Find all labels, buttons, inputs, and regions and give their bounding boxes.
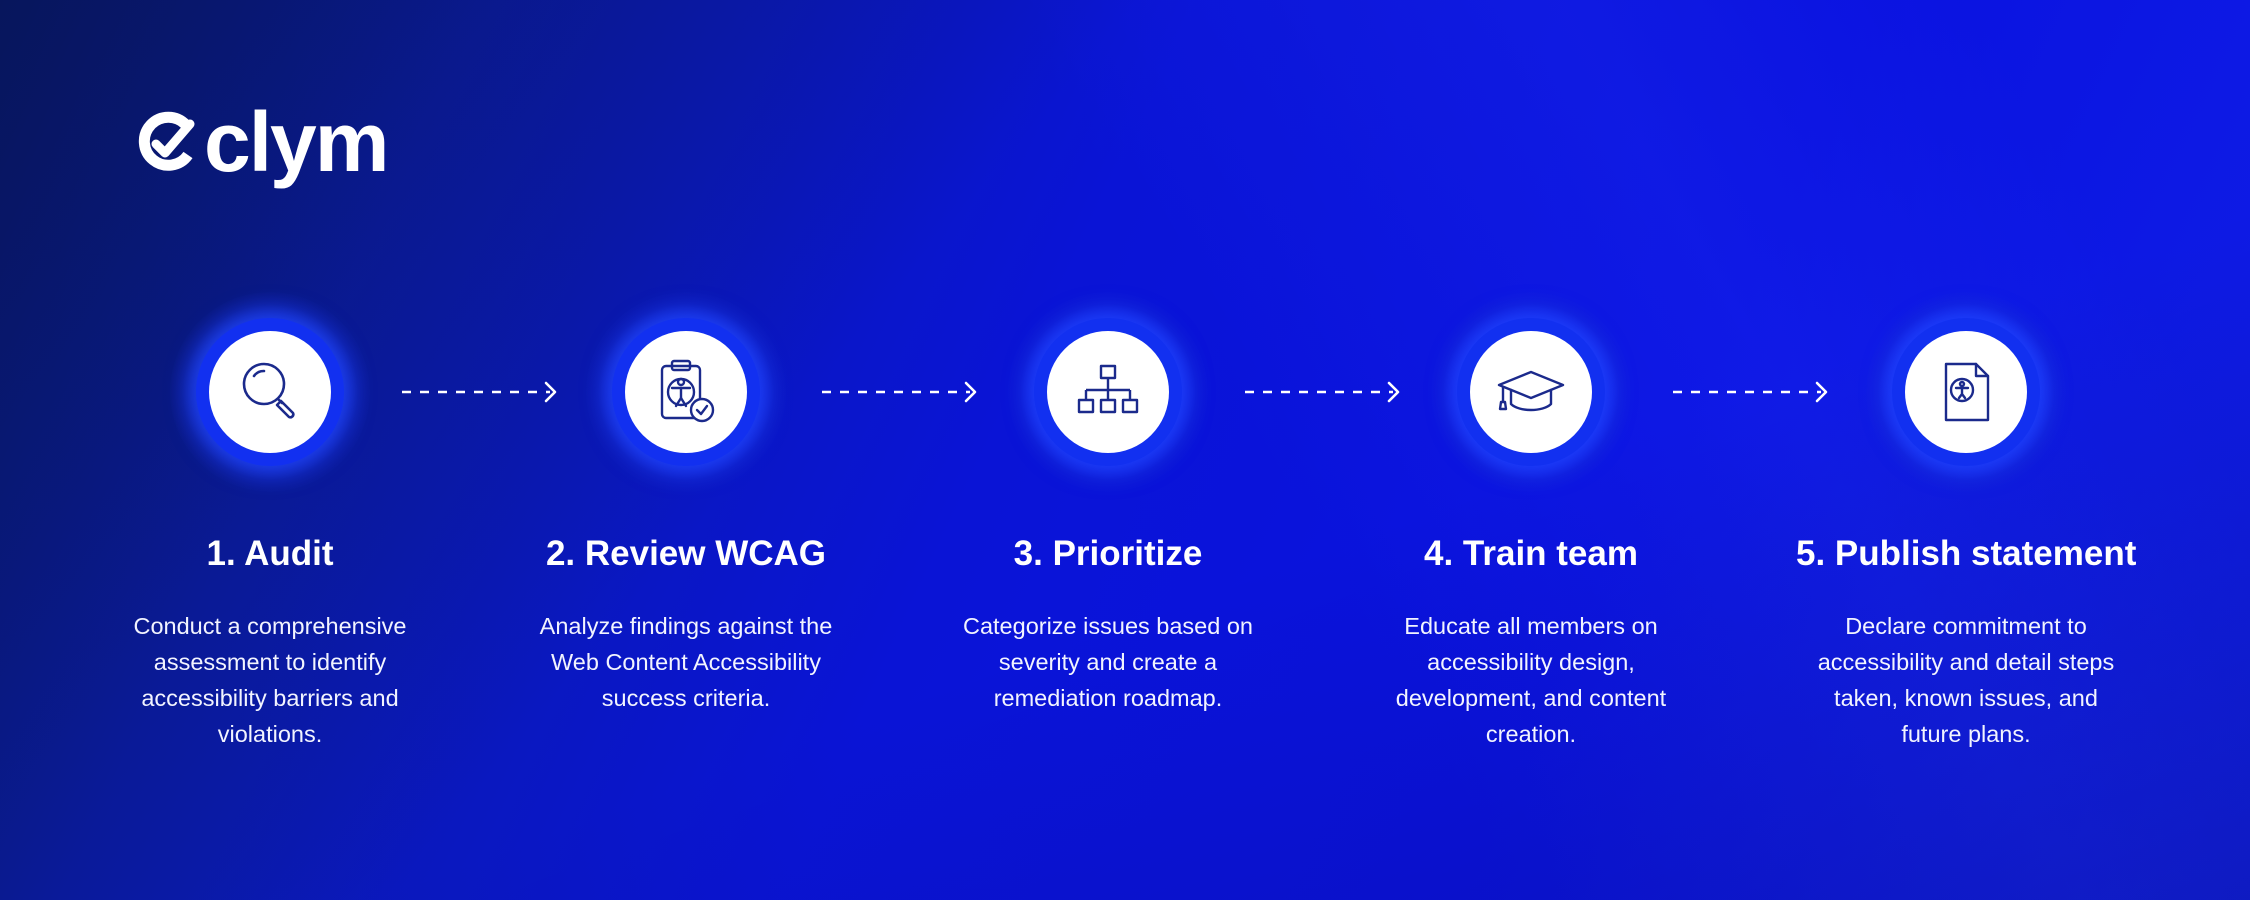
step-description: Categorize issues based on severity and …	[962, 613, 1253, 711]
step-title: 2. Review WCAG	[545, 534, 827, 573]
flow-arrow-3	[1243, 378, 1403, 406]
step-title: 5. Publish statement	[1796, 534, 2137, 573]
accessibility-document-icon	[1944, 362, 1990, 422]
flow-arrow-1	[400, 378, 560, 406]
graduation-cap-icon	[1497, 370, 1565, 412]
step-description: Declare commitment to accessibility and …	[1817, 613, 2115, 747]
magnifier-icon	[242, 362, 295, 419]
hierarchy-icon	[1077, 364, 1139, 414]
dashed-arrow-icon	[822, 381, 977, 403]
checkmark-logo-icon	[138, 111, 195, 171]
flow-arrow-2	[820, 378, 980, 406]
step-description: Analyze findings against the Web Content…	[539, 613, 833, 711]
step-icon-disc	[1470, 331, 1592, 453]
step-title: 4. Train team	[1424, 534, 1638, 573]
step-icon-disc	[1047, 331, 1169, 453]
brand-logo: clym	[138, 95, 389, 189]
step-icon-disc	[625, 331, 747, 453]
brand-name: clym	[204, 95, 389, 189]
step-icon-disc	[1905, 331, 2027, 453]
dashed-arrow-icon	[1673, 381, 1828, 403]
accessibility-clipboard-icon	[660, 359, 715, 423]
step-icon-disc	[209, 331, 331, 453]
step-description: Educate all members on accessibility des…	[1395, 613, 1667, 747]
dashed-arrow-icon	[402, 381, 557, 403]
flow-arrow-4	[1671, 378, 1831, 406]
step-description: Conduct a comprehensive assessment to id…	[133, 613, 407, 747]
step-title: 1. Audit	[206, 534, 334, 573]
dashed-arrow-icon	[1245, 381, 1400, 403]
step-title: 3. Prioritize	[1013, 534, 1203, 573]
